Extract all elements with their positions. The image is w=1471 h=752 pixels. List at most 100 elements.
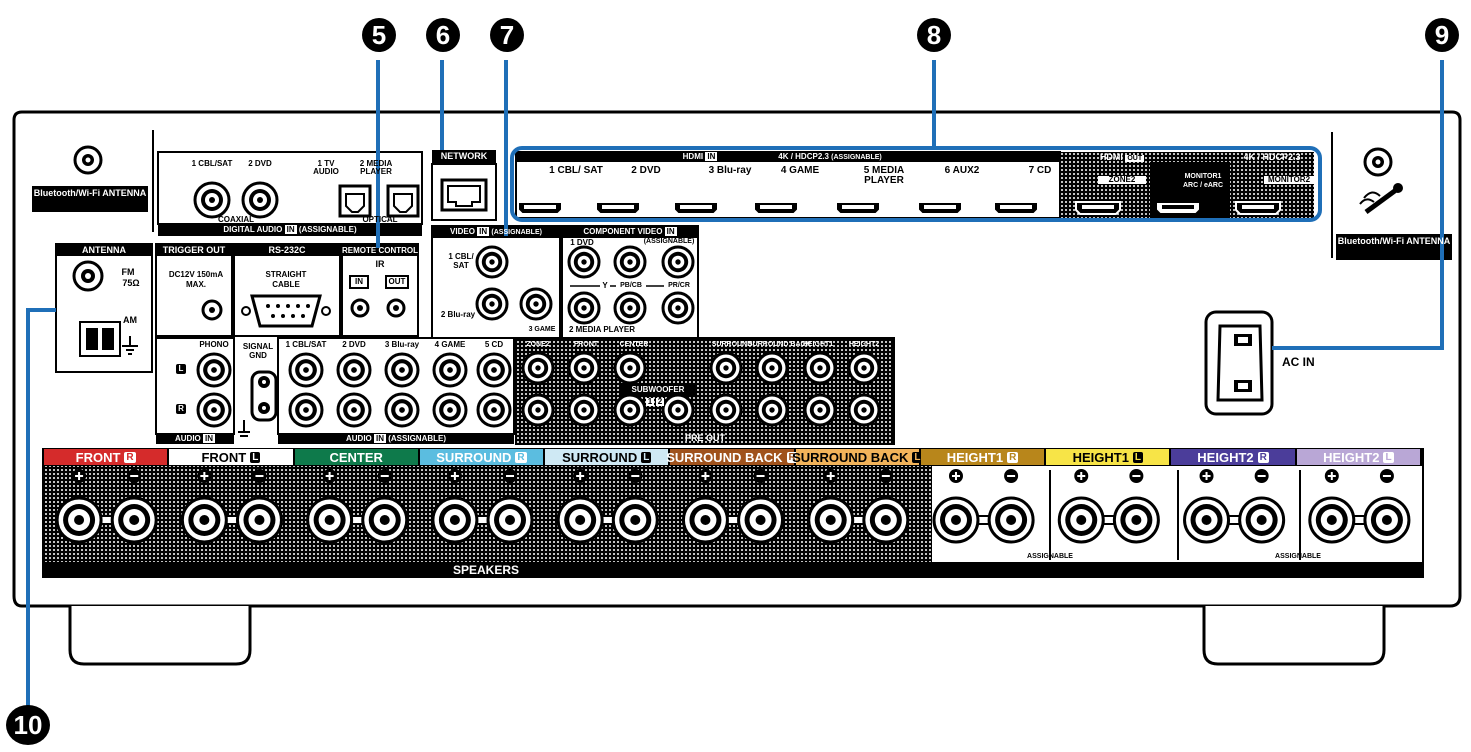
speaker-terminal-6 — [807, 469, 910, 544]
hdmi-out-zone2: ZONE2 — [1098, 176, 1146, 184]
speaker-terminal-8 — [1057, 469, 1160, 544]
phono-footer: AUDIO IN — [174, 434, 215, 443]
hdmi-in-label-4: 4 GAME — [780, 165, 820, 176]
speaker-terminal-1 — [180, 469, 283, 544]
preout-label-6: HEIGHT2 — [848, 341, 880, 348]
preout-label-2: CENTER — [619, 341, 649, 348]
audio-jack-l-3 — [432, 352, 468, 388]
audio-jack-r-0 — [288, 392, 324, 428]
callout-7: 7 — [490, 18, 524, 52]
control-section — [155, 243, 419, 337]
audio-in-label-4: 4 GAME — [434, 340, 466, 349]
hdmi-out-monitor1 — [1155, 201, 1201, 215]
speaker-name: SURROUND BACK — [792, 449, 909, 465]
callout-6: 6 — [426, 18, 460, 52]
audio-in-footer: AUDIO IN (ASSIGNABLE) — [345, 434, 447, 443]
hdmi-in-port-1 — [517, 201, 563, 215]
subwoofer-label: SUBWOOFER — [631, 385, 685, 394]
subwoofer-1: 1 — [646, 397, 654, 406]
speaker-name: HEIGHT1 — [1072, 449, 1129, 465]
component-y: Y — [600, 282, 610, 290]
speaker-terminal-10 — [1308, 469, 1411, 544]
audio-jack-l-4 — [476, 352, 512, 388]
phono-jack-r — [196, 392, 232, 428]
speaker-name: FRONT — [75, 449, 121, 465]
phono-r: R — [178, 404, 184, 413]
hdmi-in-header: HDMI IN — [682, 152, 718, 161]
signal-gnd-label: SIGNAL GND — [242, 342, 274, 360]
speaker-side: R — [786, 451, 798, 463]
trigger-header: TRIGGER OUT — [162, 245, 226, 255]
speaker-name: CENTER — [329, 449, 383, 465]
hdmi-out-spec: 4K / HDCP2.3 — [1243, 152, 1301, 162]
hdmi-in-label-1: 1 CBL/ SAT — [549, 165, 603, 176]
hdmi-in-label-3: 3 Blu-ray — [708, 165, 752, 176]
video-jack-1 — [475, 245, 509, 279]
video-jack-3 — [519, 287, 553, 321]
preout-label-5: HEIGHT1 — [802, 341, 834, 348]
hdmi-in-port-7 — [993, 201, 1039, 215]
subwoofer-jack-2 — [661, 393, 695, 427]
preout-jack-bot-3 — [709, 393, 743, 427]
preout-jack-bot-0 — [521, 393, 555, 427]
pre-out-section — [515, 337, 895, 445]
video-jack-2 — [475, 287, 509, 321]
hdmi-in-port-5 — [835, 201, 881, 215]
preout-jack-top-0 — [521, 351, 555, 385]
preout-jack-bot-4 — [755, 393, 789, 427]
audio-in-label-1: 1 CBL/SAT — [285, 340, 327, 349]
speaker-side: R — [1257, 451, 1269, 463]
speaker-terminal-7 — [932, 469, 1035, 544]
speaker-terminal-3 — [431, 469, 534, 544]
speaker-side: R — [124, 451, 136, 463]
hdmi-in-label-6: 6 AUX2 — [944, 165, 980, 176]
speaker-side: L — [912, 451, 923, 463]
optical-label: OPTICAL — [362, 215, 398, 224]
digital-in-2: 2 DVD — [248, 159, 272, 168]
audio-jack-r-1 — [336, 392, 372, 428]
component-jack-2-2 — [661, 291, 695, 325]
speaker-name: HEIGHT1 — [946, 449, 1004, 465]
video-in-3: 3 GAME — [528, 326, 556, 333]
fm-label: FM — [121, 267, 135, 277]
am-label: AM — [123, 315, 137, 325]
component-pb: PB/CB — [616, 282, 646, 289]
preout-jack-top-3 — [709, 351, 743, 385]
preout-jack-bot-5 — [803, 393, 837, 427]
audio-jack-r-2 — [384, 392, 420, 428]
digital-in-4: 2 MEDIA PLAYER — [359, 159, 393, 176]
callout-lines — [26, 60, 1444, 706]
component-in1: 1 DVD — [570, 238, 594, 247]
callout-8: 8 — [917, 18, 951, 52]
hdmi-section — [510, 146, 1322, 222]
preout-jack-bot-1 — [567, 393, 601, 427]
speakers-section — [42, 448, 1424, 578]
video-in-2: 2 Blu-ray — [440, 310, 476, 319]
speaker-name: SURROUND — [562, 449, 638, 465]
preout-jack-top-2 — [613, 351, 647, 385]
speaker-name: FRONT — [201, 449, 247, 465]
left-foot — [68, 606, 252, 666]
remote-ir: IR — [375, 259, 385, 269]
bt-antenna-right — [1331, 132, 1452, 260]
audio-jack-r-3 — [432, 392, 468, 428]
speaker-side: L — [1132, 451, 1144, 463]
preout-label-4: SURROUND BACK — [748, 341, 811, 348]
audio-in-label-2: 2 DVD — [342, 340, 366, 349]
speakers-footer: SPEAKERS — [452, 563, 520, 577]
component-jack-1-0 — [567, 245, 601, 279]
video-header: VIDEO IN (ASSIGNABLE) — [450, 227, 542, 236]
ohm-label: 75Ω — [122, 278, 140, 288]
coaxial-label: COAXIAL — [218, 215, 254, 224]
audio-jack-l-0 — [288, 352, 324, 388]
hdmi-in-port-4 — [753, 201, 799, 215]
video-section — [431, 225, 561, 339]
